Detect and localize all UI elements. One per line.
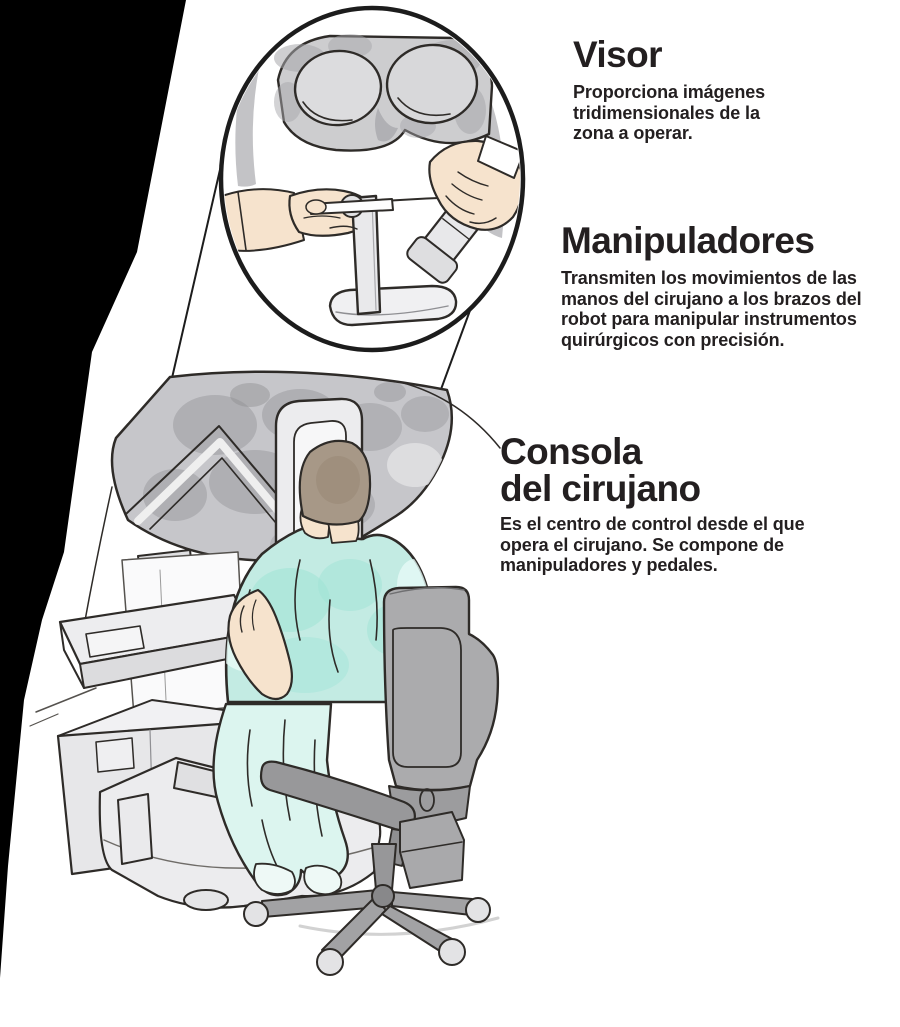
callout-manipuladores: Manipuladores Transmiten los movimientos… (561, 222, 900, 350)
chair-casters (243, 897, 491, 976)
visor-description: Proporciona imágenes tridimensionales de… (573, 82, 766, 143)
consola-title-line2: del cirujano (500, 468, 701, 509)
visor-title: Visor (573, 34, 662, 75)
office-chair (243, 585, 500, 976)
surgeon-arm (227, 588, 294, 701)
callout-consola: Consola del cirujano Es el centro de con… (500, 433, 836, 576)
callout-visor: Visor Proporciona imágenes tridimensiona… (573, 36, 801, 144)
chair-backrest (382, 585, 500, 792)
manipuladores-title: Manipuladores (561, 220, 815, 261)
visor-eyepiece-left (293, 49, 383, 127)
chair-gas-lift (371, 843, 397, 891)
manipuladores-description: Transmiten los movimientos de las manos … (561, 268, 862, 350)
consola-title-line1: Consola (500, 431, 642, 472)
visor-eyepiece-right (385, 43, 479, 125)
surgeon-head (298, 439, 372, 526)
magnifier-inset (218, 5, 526, 353)
manipulator-base (328, 284, 458, 327)
consola-description: Es el centro de control desde el que ope… (500, 514, 805, 575)
